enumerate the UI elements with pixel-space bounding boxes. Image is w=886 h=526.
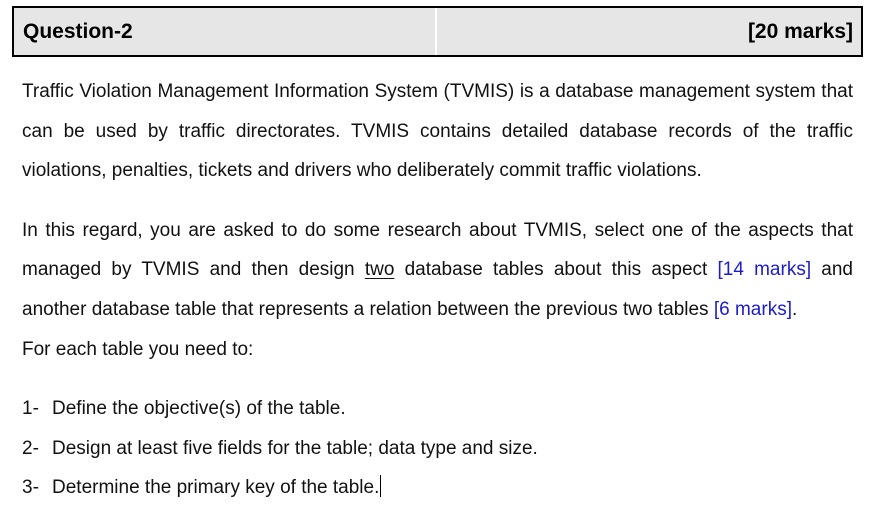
requirement-text: Determine the primary key of the table. (52, 477, 380, 499)
task-followup: For each table you need to: (22, 338, 254, 360)
marks-badge-tables: [14 marks] (717, 259, 812, 281)
emphasis-two: two (364, 259, 395, 281)
task-text-part3: and another database table that represen… (22, 259, 853, 320)
marks-badge-relation: [6 marks] (713, 298, 792, 320)
task-text-part1: In this regard, you are asked to do some… (22, 219, 853, 281)
requirement-text: Design at least five fields for the tabl… (52, 437, 538, 459)
question-header: Question-2 [20 marks] (12, 6, 863, 57)
requirement-item: 2- Design at least five fields for the t… (22, 429, 853, 469)
total-marks: [20 marks] (747, 19, 853, 43)
question-label: Question-2 (14, 8, 437, 55)
task-text-part4: . (791, 298, 798, 320)
requirement-text: Define the objective(s) of the table. (52, 398, 346, 420)
task-text-part2: database tables about this aspect (394, 259, 718, 281)
text-cursor (380, 475, 382, 498)
question-body: Traffic Violation Management Information… (22, 72, 853, 508)
requirement-text-container[interactable]: Determine the primary key of the table. (52, 468, 382, 508)
requirement-number: 3- (22, 477, 39, 499)
intro-paragraph: Traffic Violation Management Information… (22, 81, 853, 182)
requirement-number: 2- (22, 437, 39, 459)
requirement-item: 3- Determine the primary key of the tabl… (22, 468, 853, 508)
requirement-item: 1- Define the objective(s) of the table. (22, 389, 853, 429)
requirements-list: 1- Define the objective(s) of the table.… (22, 389, 853, 508)
requirement-number: 1- (22, 398, 39, 420)
task-paragraph: In this regard, you are asked to do some… (22, 211, 853, 369)
